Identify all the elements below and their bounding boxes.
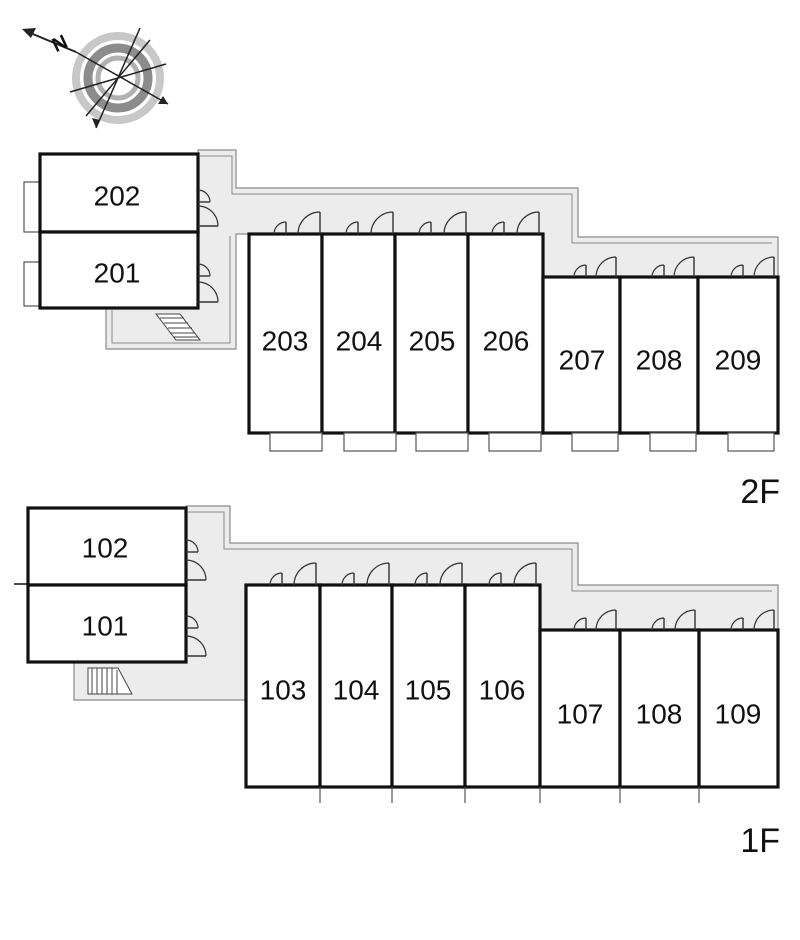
unit-label: 104 [333, 675, 380, 706]
floor-label-2f: 2F [740, 473, 780, 511]
entry-doors-2f [197, 189, 775, 303]
unit-106 [463, 583, 542, 789]
balcony [415, 432, 469, 452]
balcony [727, 432, 775, 452]
north-label: N [49, 31, 71, 57]
unit-label: 207 [559, 345, 606, 376]
unit-104 [318, 583, 394, 789]
unit-203 [247, 232, 324, 435]
floor-1f-plan: 102 101 103 104 105 106 107 108 109 1F [14, 505, 780, 860]
floor-label-1f: 1F [740, 822, 780, 860]
unit-105 [390, 583, 467, 789]
unit-label: 203 [262, 326, 309, 357]
floor-2f-plan: 202 201 203 204 205 206 207 208 209 2F [23, 149, 780, 511]
balcony [23, 261, 41, 307]
balcony [23, 181, 41, 233]
balcony [649, 432, 697, 452]
compass-rose-icon: N [22, 27, 169, 129]
balcony [571, 432, 619, 452]
unit-209 [696, 275, 780, 435]
unit-202 [38, 152, 200, 234]
unit-109 [697, 628, 780, 789]
unit-103 [244, 583, 322, 789]
balcony [269, 432, 323, 452]
unit-label: 205 [409, 326, 456, 357]
unit-label: 102 [82, 533, 129, 564]
unit-label: 201 [94, 258, 141, 289]
balcony [488, 432, 542, 452]
unit-107 [538, 628, 622, 789]
unit-108 [618, 628, 701, 789]
unit-label: 109 [715, 699, 762, 730]
unit-207 [541, 275, 622, 435]
unit-208 [618, 275, 700, 435]
unit-label: 106 [479, 675, 526, 706]
unit-label: 208 [636, 345, 683, 376]
unit-label: 105 [405, 675, 452, 706]
unit-101 [26, 583, 188, 664]
unit-label: 103 [260, 675, 307, 706]
unit-label: 107 [557, 699, 604, 730]
unit-label: 206 [483, 326, 530, 357]
unit-label: 101 [82, 611, 129, 642]
unit-label: 108 [636, 699, 683, 730]
balcony [343, 432, 397, 452]
entry-doors-1f [185, 539, 775, 657]
unit-label: 209 [715, 345, 762, 376]
stairs-1f [87, 667, 133, 695]
unit-201 [38, 230, 200, 310]
stairs-2f [154, 313, 202, 341]
unit-label: 202 [94, 181, 141, 212]
unit-label: 204 [336, 326, 383, 357]
